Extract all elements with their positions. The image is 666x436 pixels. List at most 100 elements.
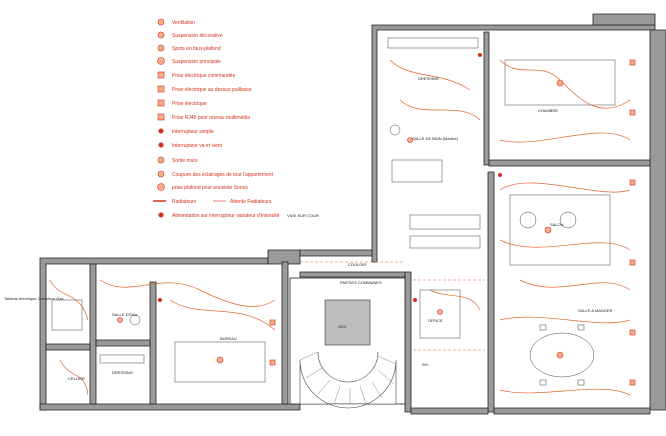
legend-item: Prise électrique [157, 99, 207, 107]
rj45-outlet-icon [157, 113, 165, 121]
wall [371, 24, 656, 263]
room-label-bureau: BUREAU [220, 336, 237, 341]
wall [483, 31, 490, 166]
ceiling-spot-icon [437, 309, 443, 315]
wire-bureau [99, 279, 276, 331]
master-cutoff-icon [157, 170, 165, 178]
legend-label: Spots en faux-plafond [172, 46, 221, 52]
outlet-icon [629, 379, 636, 386]
furniture [51, 37, 616, 386]
legend-item: Suspension décorative [157, 31, 223, 39]
legend-item: Suspension principale [157, 57, 221, 65]
legend-item: Prise RJ45 pour réseau multimédia [157, 113, 250, 121]
desk [174, 341, 266, 383]
legend-item: Coupure des éclairages de tout l'apparte… [157, 170, 274, 178]
stair-steps [299, 351, 397, 405]
ventilation-icon [157, 18, 165, 26]
ceiling-spot-icon [117, 317, 123, 323]
wire-corridor [300, 261, 485, 351]
common-areas-label: PARTIES COMMUNES [340, 280, 382, 285]
sofa-area [509, 194, 611, 266]
kitchen-counter [409, 235, 481, 249]
room-label-bathroom: SALLE DE BAIN (Marbre) [412, 136, 459, 141]
legend-label: Interrupteur simple [172, 129, 214, 135]
dimmer-icon [158, 212, 164, 218]
legend-item: Ventilation [157, 18, 195, 26]
bed [504, 59, 616, 106]
chair [577, 379, 585, 386]
bathtub [391, 159, 443, 183]
ceiling-spot-icon [157, 44, 165, 52]
legend-label: Coupure des éclairages de tout l'apparte… [172, 172, 274, 178]
room-label-wc: WC [422, 362, 429, 367]
legend-label: Attente Radiateurs [230, 199, 272, 205]
legend-label: Prise électrique commandée [172, 73, 236, 79]
legend-item: prise plafond pour enceinte Sonos [157, 183, 248, 191]
wall [299, 249, 373, 257]
wire-dressing [389, 59, 481, 121]
legend-item: Interrupteur simple [158, 128, 214, 135]
wall [592, 13, 656, 26]
toilet [129, 314, 141, 326]
main-pendant-icon [556, 79, 564, 87]
wall [45, 343, 91, 351]
wiring [49, 59, 631, 396]
elevator-label: ASC. [338, 324, 347, 329]
legend-item: Prise électrique commandée [157, 71, 236, 79]
room-label-office: OFFICE [428, 318, 443, 323]
chair [539, 379, 547, 386]
decorative-pendant-icon [157, 31, 165, 39]
void-note: VIDE SUR COUR [287, 213, 319, 218]
kitchen-counter [409, 214, 481, 230]
main-pendant-icon [544, 226, 552, 234]
legend-item: Prise électrique au dessus paillasse [157, 85, 252, 93]
wall [281, 261, 289, 405]
staircase: ASC. PARTIES COMMUNES [289, 277, 406, 409]
room-label-salon: SALON [550, 222, 564, 227]
legend-item: Interrupteur va et vient [158, 142, 223, 149]
legend-label: Ventilation [172, 20, 195, 26]
legend-item: Spots en faux-plafond [157, 44, 221, 52]
room-label-dressing-left: DRESSING [112, 370, 133, 375]
legend-label: Prise RJ45 pour réseau multimédia [172, 115, 250, 121]
armchair [519, 211, 537, 229]
simple-switch-icon [158, 128, 164, 134]
wire-salon [499, 182, 631, 291]
sonos-ceiling-icon [157, 183, 165, 191]
dining-table [529, 332, 595, 378]
office-desk [419, 289, 461, 339]
wall [487, 171, 495, 413]
spiral-stair [299, 359, 397, 409]
two-way-switch-icon [158, 298, 162, 302]
legend-radiators: Radiateurs Attente Radiateurs [153, 199, 272, 205]
room-label-shower: SALLE D'EAU [112, 312, 138, 317]
legend-label: Interrupteur va et vient [172, 143, 223, 149]
electrical-panel [51, 299, 83, 331]
wall [149, 281, 157, 405]
legend-label: Radiateurs [172, 199, 197, 205]
two-way-switch-icon [158, 142, 164, 148]
legend-label: Alimentation sur interrupteur variateur … [172, 213, 280, 219]
wall [95, 339, 151, 347]
room-label-corridor: COULOIR [348, 262, 366, 267]
wire-dining [499, 316, 631, 396]
outlet-icon [629, 259, 636, 266]
outlet-icon [269, 359, 276, 366]
outlet-icon [629, 329, 636, 336]
stair-curve [317, 351, 379, 383]
elevator-shaft [324, 299, 371, 346]
armchair [559, 211, 577, 229]
wall [39, 403, 301, 411]
wire-west [49, 279, 89, 396]
room-label-cellier: CELLIER [68, 376, 85, 381]
wire-bedroom [499, 59, 631, 143]
outlet-icon [629, 59, 636, 66]
dressing-rail [387, 37, 479, 49]
main-pendant-icon [157, 57, 165, 65]
legend-item: Sortie murs [157, 156, 198, 164]
outlet-icon [269, 319, 276, 326]
simple-switch-icon [498, 173, 502, 177]
legend-label: prise plafond pour enceinte Sonos [172, 185, 248, 191]
legend-label: Prise électrique au dessus paillasse [172, 87, 252, 93]
legend-label: Suspension décorative [172, 33, 223, 39]
